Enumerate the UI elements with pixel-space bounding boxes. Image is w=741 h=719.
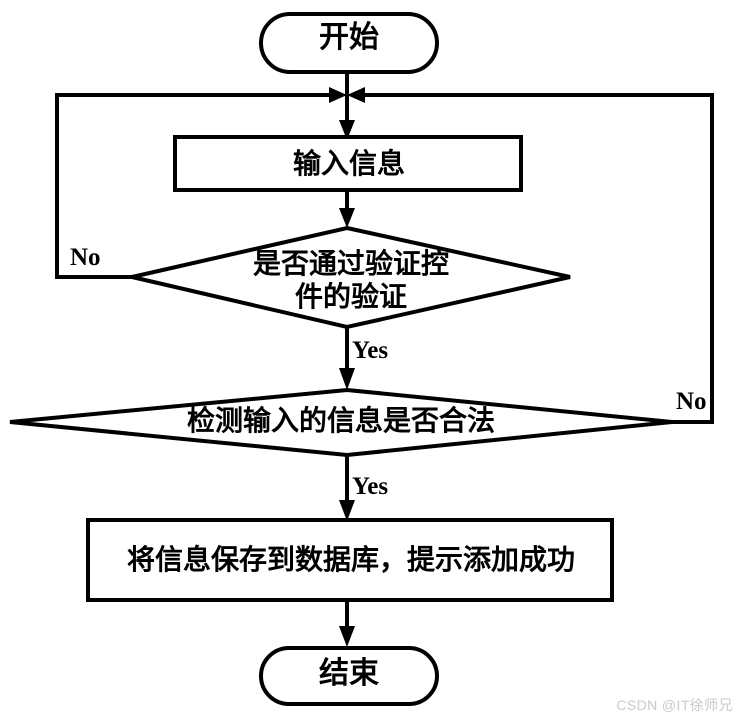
- validate-yes-edge-label: Yes: [352, 337, 389, 364]
- end-node-shape[interactable]: [259, 646, 439, 706]
- arrowhead-to-input: [339, 120, 355, 140]
- edge-validate-no-return: [55, 93, 332, 279]
- arrowhead-right-return: [347, 87, 365, 103]
- legal-yes-edge-label: Yes: [352, 473, 389, 500]
- save-node-shape[interactable]: [86, 518, 614, 602]
- legal-no-edge-label: No: [676, 388, 707, 415]
- validate-no-edge-label: No: [70, 244, 101, 271]
- validate-decision-shape[interactable]: [131, 225, 571, 330]
- arrowhead-to-validate: [339, 208, 355, 228]
- arrowhead-to-end: [339, 626, 355, 647]
- arrowhead-left-return: [329, 87, 347, 103]
- edge-legal-no-return: [362, 93, 714, 424]
- legal-decision-shape[interactable]: [9, 387, 673, 458]
- start-node-shape[interactable]: [259, 12, 439, 74]
- watermark-text: CSDN @IT徐师兄: [616, 697, 733, 713]
- input-node-shape[interactable]: [173, 135, 523, 192]
- arrowhead-legal-yes: [339, 500, 355, 521]
- arrowhead-validate-yes: [339, 368, 355, 390]
